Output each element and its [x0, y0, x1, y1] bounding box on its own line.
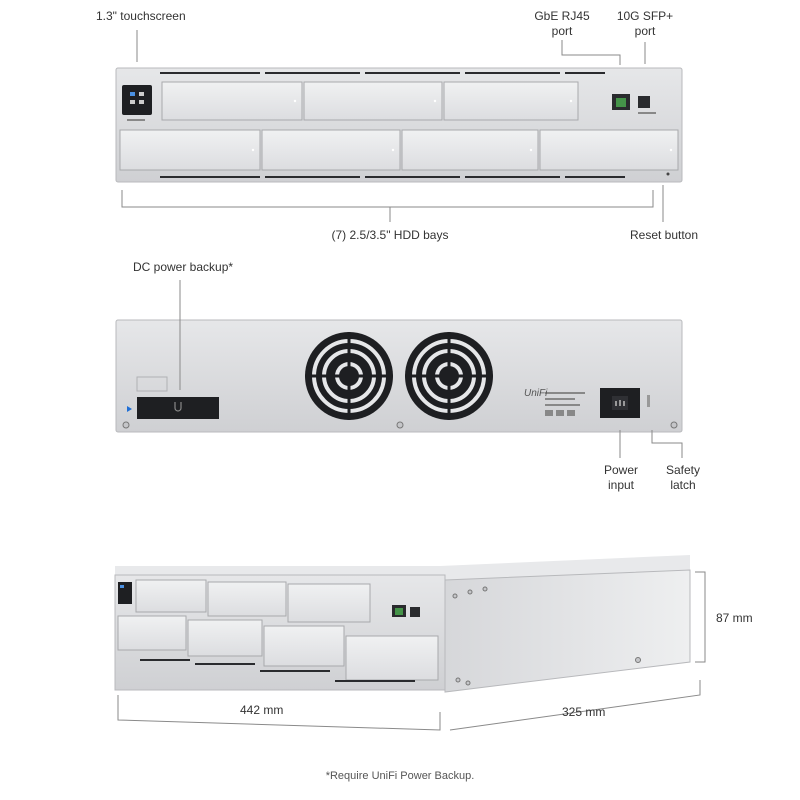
height-dimension-label: 87 mm [716, 611, 753, 625]
power-socket-icon [600, 388, 650, 418]
sfp-port-icon [638, 96, 656, 114]
fan-grille-icon [405, 332, 493, 420]
reset-button-label: Reset button [629, 228, 699, 242]
front-leader-lines [121, 30, 664, 222]
footnote: *Require UniFi Power Backup. [325, 770, 475, 782]
safety-latch-label-line1: Safety [665, 463, 701, 477]
unifi-brand-logo: UniFi [524, 388, 548, 399]
fan-grille-icon [305, 332, 393, 420]
dc-power-backup-label: DC power backup* [133, 260, 234, 274]
gbe-port-label-line1: GbE RJ45 [534, 9, 590, 23]
rj45-port-icon [612, 94, 630, 110]
dc-power-backup-port [136, 376, 219, 419]
safety-latch-label-line2: latch [670, 478, 696, 492]
sfp-port-label-line1: 10G SFP+ [616, 9, 674, 23]
sfp-port-label-line2: port [634, 24, 656, 38]
gbe-port-label-line2: port [551, 24, 573, 38]
power-input-label-line1: Power [603, 463, 639, 477]
power-input-label-line2: input [607, 478, 635, 492]
hdd-bays-label: (7) 2.5/3.5" HDD bays [331, 228, 449, 242]
rear-chassis [115, 319, 683, 433]
depth-dimension-label: 325 mm [562, 705, 606, 719]
regulatory-label [545, 392, 585, 416]
front-chassis [115, 67, 683, 183]
dimension-lines [117, 571, 706, 731]
rear-leader-lines [179, 280, 683, 458]
perspective-chassis [114, 555, 691, 693]
reset-button-icon [666, 172, 670, 176]
touchscreen-display-icon [122, 85, 152, 121]
touchscreen-label: 1.3" touchscreen [96, 9, 186, 23]
width-dimension-label: 442 mm [240, 703, 284, 717]
accent-arrow-icon [127, 406, 132, 412]
